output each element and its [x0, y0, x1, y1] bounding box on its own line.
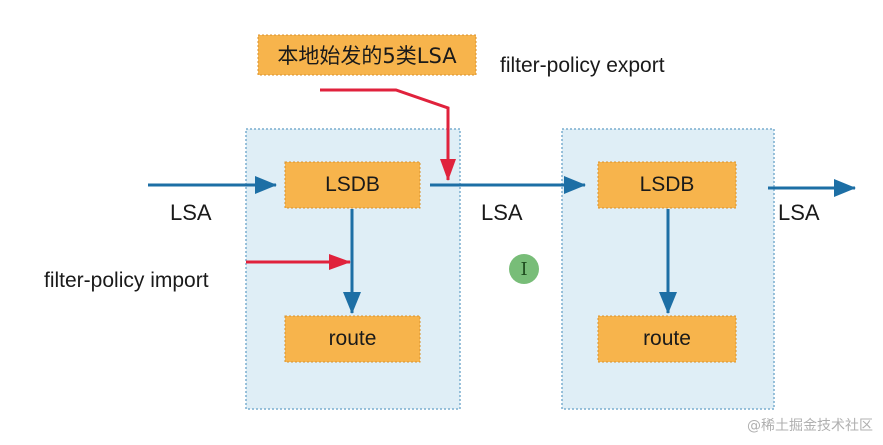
router-1-lsdb-box: [284, 161, 421, 209]
cursor-indicator: I: [509, 254, 539, 284]
lsa-in-label: LSA: [170, 200, 212, 225]
router-2-lsdb-box: [597, 161, 737, 209]
lsa-mid-label: LSA: [481, 200, 523, 225]
lsa-out-label: LSA: [778, 200, 820, 225]
text-cursor-icon: I: [520, 258, 528, 280]
watermark-text: @稀土掘金技术社区: [747, 418, 873, 434]
router-1-route-box: [284, 315, 421, 363]
orange-label-box: [257, 34, 477, 76]
router-2-route-label: route: [643, 327, 691, 350]
import-policy-label: filter-policy import: [44, 269, 209, 292]
orange-label-text: 本地始发的5类LSA: [277, 44, 457, 68]
export-policy-label: filter-policy export: [500, 54, 665, 77]
router-1-lsdb-label: LSDB: [325, 173, 380, 196]
router-2-lsdb-label: LSDB: [639, 173, 695, 196]
router-1-route-label: route: [328, 327, 377, 350]
router-2-route-box: [597, 315, 737, 363]
export-policy-arrow: [320, 88, 456, 181]
